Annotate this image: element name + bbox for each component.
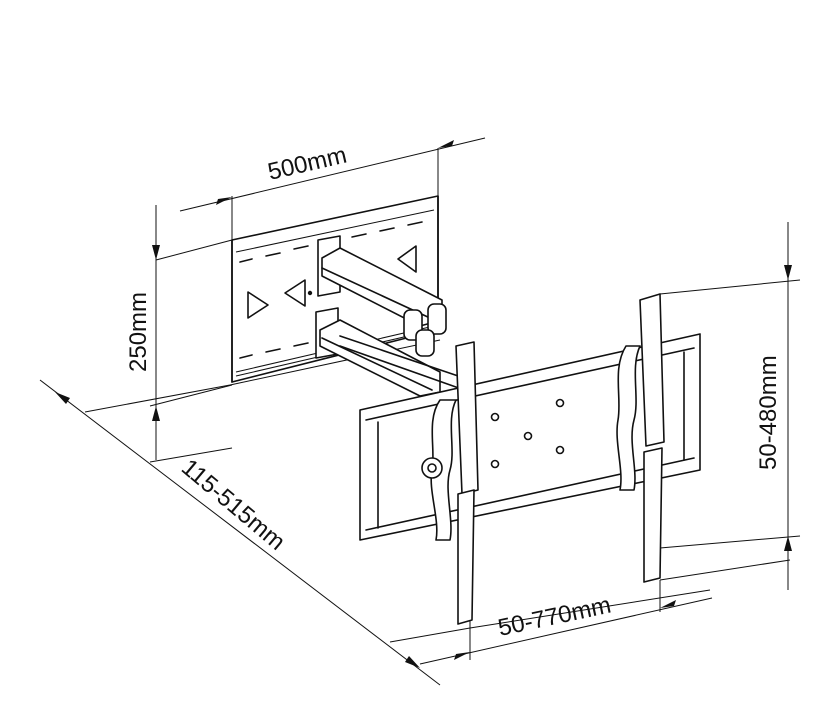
- dimension-label-horizontal-adjust: 50-770mm: [496, 592, 614, 642]
- plate-triangle-mid: [284, 279, 306, 307]
- lower-arm: [315, 307, 471, 397]
- plate-triangle-left: [247, 291, 269, 319]
- dimension-label-height: 250mm: [125, 292, 152, 372]
- upper-arm: [317, 235, 447, 357]
- bracket-holes: [490, 398, 565, 469]
- dimension-vertical-adjust: 50-480mm: [659, 222, 801, 590]
- right-vertical-arm: [616, 293, 665, 583]
- left-vertical-arm: [421, 341, 479, 625]
- dimension-label-width: 500mm: [265, 142, 349, 186]
- plate-triangle-right: [397, 245, 417, 273]
- floor-outline: [39, 339, 791, 686]
- wall-plate-top-slots: [235, 209, 435, 263]
- dimension-label-extension: 115-515mm: [176, 454, 290, 556]
- dimension-label-vertical-adjust: 50-480mm: [755, 355, 782, 470]
- dimension-height: 250mm: [125, 205, 233, 460]
